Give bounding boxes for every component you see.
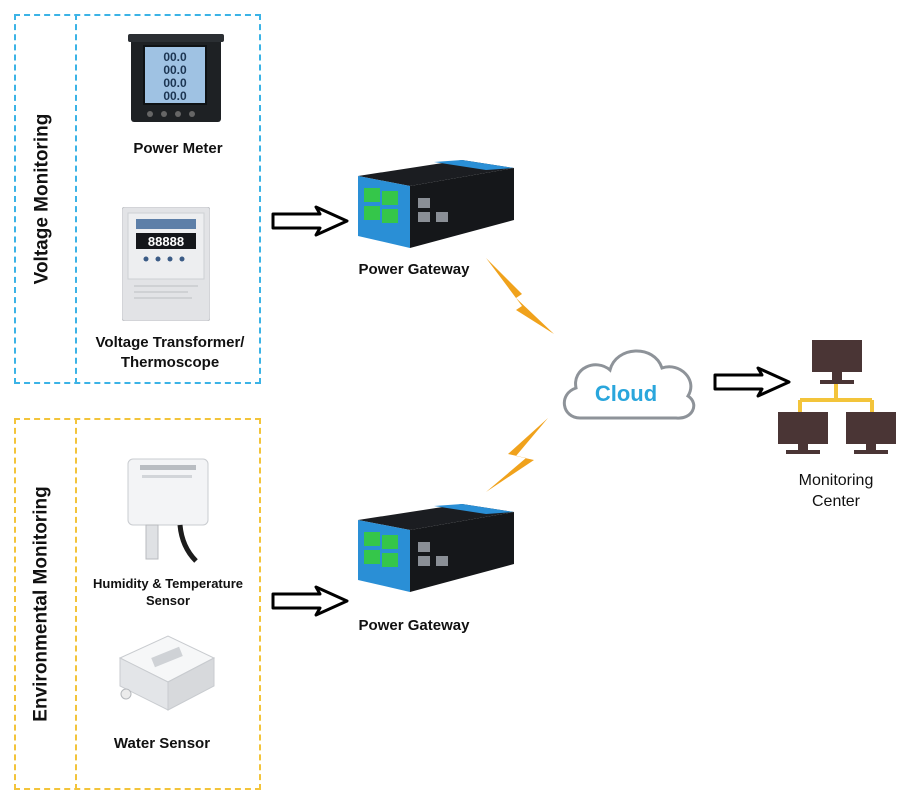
voltage-transformer-label-line2: Thermoscope: [120, 354, 220, 371]
meter-display-row-4: 00.0: [163, 89, 187, 103]
arrow-voltage-to-gateway: [271, 205, 349, 237]
environmental-group-divider: [75, 418, 77, 790]
humidity-sensor-image: [127, 458, 209, 563]
transformer-display-digits: 88888: [148, 234, 184, 249]
voltage-monitoring-title: Voltage Monitoring: [31, 113, 53, 285]
cloud-icon: Cloud: [563, 349, 696, 420]
water-sensor-label: Water Sensor: [113, 735, 211, 752]
water-sensor-image: [118, 635, 216, 711]
monitoring-center-network-icon: [778, 340, 896, 454]
voltage-monitoring-group: [14, 14, 261, 384]
humidity-sensor-label: Humidity & Temperature Sensor: [78, 575, 258, 609]
voltage-transformer-label: Voltage Transformer/ Thermoscope: [80, 333, 260, 373]
cloud-label: Cloud: [595, 381, 657, 406]
humidity-sensor-label-line2: Sensor: [145, 593, 191, 608]
monitor-right-node: [846, 412, 896, 454]
lightning-bolt-top-icon: [486, 258, 554, 334]
monitor-top-node: [812, 340, 862, 384]
power-gateway-top-image: [358, 160, 514, 248]
monitoring-center-label-line2: Center: [811, 493, 861, 510]
power-gateway-top-label: Power Gateway: [358, 261, 470, 278]
monitoring-center-label: Monitoring Center: [772, 470, 900, 512]
meter-display-row-1: 00.0: [163, 50, 187, 64]
lightning-bolt-bottom-icon: [486, 418, 548, 492]
voltage-transformer-label-line1: Voltage Transformer/: [95, 334, 245, 351]
power-meter-label: Power Meter: [133, 140, 223, 157]
power-meter-image: 00.0 00.0 00.0 00.0: [128, 34, 224, 122]
environmental-monitoring-group: [14, 418, 261, 790]
power-gateway-bottom-image: [358, 504, 514, 592]
voltage-transformer-image: 88888: [122, 207, 210, 321]
arrow-environmental-to-gateway: [271, 585, 349, 617]
monitoring-center-label-line1: Monitoring: [798, 472, 874, 489]
environmental-monitoring-title-box: Environmental Monitoring: [22, 418, 62, 790]
meter-display-row-3: 00.0: [163, 76, 187, 90]
environmental-monitoring-title: Environmental Monitoring: [31, 486, 53, 722]
meter-display-row-2: 00.0: [163, 63, 187, 77]
arrow-cloud-to-monitoring: [713, 366, 791, 398]
humidity-sensor-label-line1: Humidity & Temperature: [92, 576, 243, 591]
voltage-monitoring-title-box: Voltage Monitoring: [22, 14, 62, 384]
power-gateway-bottom-label: Power Gateway: [358, 617, 470, 634]
monitor-left-node: [778, 412, 828, 454]
voltage-group-divider: [75, 14, 77, 384]
